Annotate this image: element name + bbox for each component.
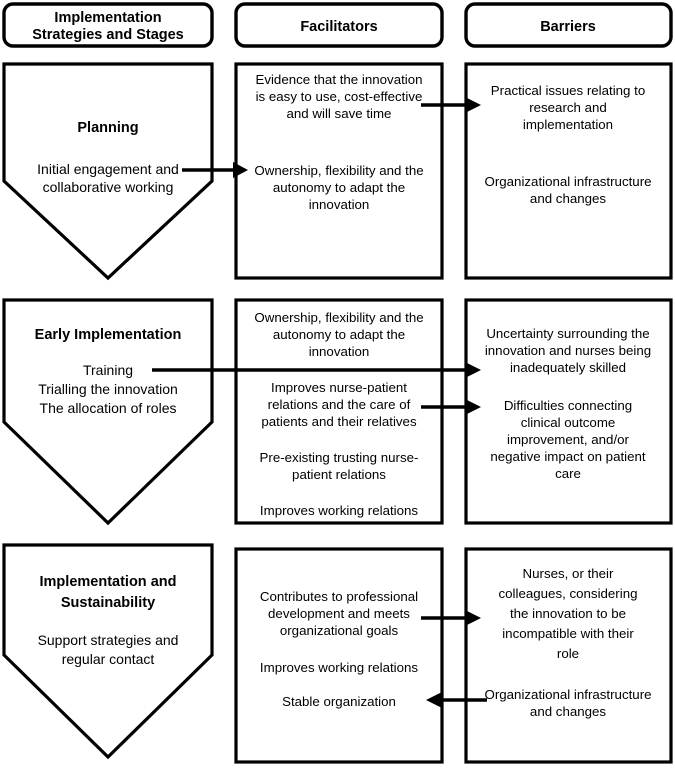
facilitator-2-3-line-1: patient relations — [292, 467, 386, 482]
barrier-3-2-line-0: Organizational infrastructure — [484, 687, 651, 702]
header-barriers-label: Barriers — [540, 19, 596, 35]
barrier-3-1-line-4: role — [557, 646, 579, 661]
stage-detail-early-line-2: The allocation of roles — [40, 400, 177, 416]
facilitator-1-1-line-2: and will save time — [287, 106, 392, 121]
stage-detail-sustainability-line-1: regular contact — [62, 651, 155, 667]
arrowhead-planning-stage-to-facilitators — [233, 162, 248, 178]
header-row: Implementation Strategies and Stages Fac… — [2, 2, 673, 48]
stage-detail-early-line-1: Trialling the innovation — [38, 381, 178, 397]
barrier-1-1-line-2: implementation — [523, 117, 613, 132]
stage-detail-planning-line-1: collaborative working — [43, 179, 174, 195]
arrowhead-early-stage-to-barriers — [465, 362, 481, 378]
barrier-1-1-line-1: research and — [529, 100, 607, 115]
stage-shape-early-implementation — [2, 298, 214, 526]
header-facilitators-label: Facilitators — [300, 19, 377, 35]
barrier-2-1-line-1: innovation and nurses being — [485, 343, 651, 358]
barrier-1-2-line-0: Organizational infrastructure — [484, 174, 651, 189]
barrier-3-2-line-1: and changes — [530, 704, 607, 719]
barrier-3-1-line-1: colleagues, considering — [499, 586, 638, 601]
barriers-box-planning — [464, 62, 673, 280]
facilitator-3-1-line-1: development and meets — [268, 606, 410, 621]
stage-detail-sustainability-line-0: Support strategies and — [38, 632, 179, 648]
stage-shape-implementation-sustainability — [2, 543, 214, 760]
stage-title-early-implementation: Early Implementation — [35, 327, 182, 343]
section-implementation-and-sustainability: Implementation and Sustainability Suppor… — [2, 543, 673, 764]
arrowhead-early-facilitators-to-barriers — [465, 399, 481, 415]
section-early-implementation: Early Implementation Training Trialling … — [2, 298, 673, 526]
barrier-3-1-line-3: incompatible with their — [502, 626, 634, 641]
stage-title-sustainability-line-1: Sustainability — [61, 595, 155, 611]
facilitator-2-1-line-0: Ownership, flexibility and the — [254, 310, 423, 325]
facilitator-2-3-line-0: Pre-existing trusting nurse- — [260, 450, 419, 465]
stage-detail-planning-line-0: Initial engagement and — [37, 161, 179, 177]
barrier-2-1-line-2: inadequately skilled — [510, 360, 626, 375]
facilitators-box-planning — [234, 62, 444, 280]
barrier-1-2-line-1: and changes — [530, 191, 607, 206]
header-box-barriers — [464, 2, 673, 48]
facilitators-box-sustainability — [234, 547, 444, 764]
barrier-2-2-line-3: negative impact on patient — [490, 449, 646, 464]
stage-title-sustainability-line-0: Implementation and — [40, 574, 177, 590]
barriers-box-sustainability — [464, 547, 673, 764]
stage-detail-early-line-0: Training — [83, 362, 133, 378]
facilitator-1-2-line-1: autonomy to adapt the — [273, 180, 405, 195]
barrier-2-2-line-0: Difficulties connecting — [504, 398, 632, 413]
arrowhead-planning-facilitators-to-barriers — [465, 97, 481, 113]
barrier-2-1-line-0: Uncertainty surrounding the — [486, 326, 649, 341]
facilitator-2-4-line-0: Improves working relations — [260, 503, 418, 518]
barrier-1-1-line-0: Practical issues relating to — [491, 83, 645, 98]
section-planning: Planning Initial engagement and collabor… — [2, 62, 673, 281]
facilitator-1-1-line-0: Evidence that the innovation — [255, 72, 422, 87]
header-box-facilitators — [234, 2, 444, 48]
facilitator-2-2-line-0: Improves nurse-patient — [271, 380, 407, 395]
barrier-2-2-line-1: clinical outcome — [521, 415, 616, 430]
barriers-box-early-implementation — [464, 298, 673, 525]
arrowhead-sustainability-barriers-to-facilitators — [426, 692, 442, 708]
facilitators-box-early-implementation — [234, 298, 444, 525]
facilitator-2-2-line-1: relations and the care of — [268, 397, 411, 412]
arrowhead-sustainability-facilitators-to-barriers — [465, 610, 481, 626]
facilitator-3-2-line-0: Improves working relations — [260, 660, 418, 675]
facilitator-1-1-line-1: is easy to use, cost-effective — [256, 89, 423, 104]
barrier-3-1-line-0: Nurses, or their — [523, 566, 614, 581]
facilitator-1-2-line-2: innovation — [309, 197, 370, 212]
stage-shape-planning — [2, 62, 214, 281]
barrier-2-2-line-2: improvement, and/or — [507, 432, 630, 447]
barrier-2-2-line-4: care — [555, 466, 581, 481]
header-strategies-line-0: Implementation — [54, 10, 161, 26]
header-strategies-line-1: Strategies and Stages — [32, 27, 184, 43]
barrier-3-1-line-2: the innovation to be — [510, 606, 626, 621]
facilitator-3-3-line-0: Stable organization — [282, 694, 396, 709]
facilitator-2-1-line-2: innovation — [309, 344, 370, 359]
facilitator-3-1-line-0: Contributes to professional — [260, 589, 418, 604]
facilitator-2-2-line-2: patients and their relatives — [261, 414, 417, 429]
facilitator-2-1-line-1: autonomy to adapt the — [273, 327, 405, 342]
stage-title-planning: Planning — [77, 120, 138, 136]
facilitator-1-2-line-0: Ownership, flexibility and the — [254, 163, 423, 178]
facilitator-3-1-line-2: organizational goals — [280, 623, 399, 638]
header-box-strategies — [2, 2, 214, 48]
